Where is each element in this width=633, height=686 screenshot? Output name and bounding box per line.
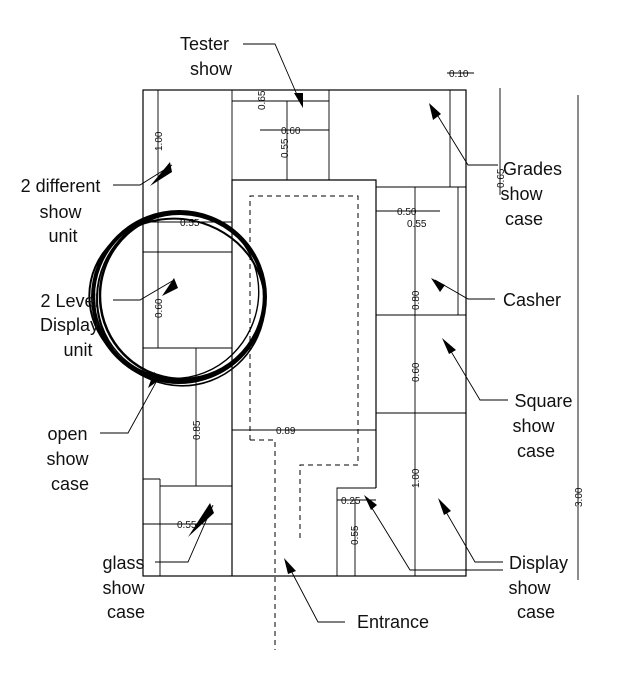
dim-0-89: 0.89: [276, 426, 296, 437]
dimension-lines: [143, 88, 579, 580]
label-square-show-case: Square show case: [512, 391, 577, 461]
dimension-text: 0.10 0.65 0.55 0.60 1.00 0.65 0.50 0.55 …: [154, 69, 585, 545]
dim-0-65-top: 0.65: [257, 90, 268, 110]
dim-0-25: 0.25: [341, 496, 361, 507]
label-display-show-case: Display show case: [508, 553, 573, 622]
dim-0-55-entrance: 0.55: [350, 525, 361, 545]
dim-1-00-display: 1.00: [411, 468, 422, 488]
dim-3-00: 3.00: [574, 487, 585, 507]
dim-0-60-square: 0.60: [411, 362, 422, 382]
dim-0-55-unit: 0.55: [180, 218, 200, 229]
label-tester-show: Tester show: [180, 34, 234, 79]
dim-1-00-left: 1.00: [154, 131, 165, 151]
dim-0-65-grades: 0.65: [496, 168, 507, 188]
dim-0-60-left: 0.60: [154, 298, 165, 318]
dim-0-80: 0.80: [411, 290, 422, 310]
dim-0-10: 0.10: [449, 69, 469, 80]
label-2-level-display-unit: 2 Level Display unit: [40, 291, 104, 360]
label-entrance: Entrance: [357, 612, 429, 632]
arrowheads: [148, 93, 456, 574]
dim-0-50: 0.50: [397, 207, 417, 218]
dim-0-85: 0.85: [192, 420, 203, 440]
label-2-different-show-unit: 2 different show unit: [21, 176, 106, 246]
dim-0-55-casher: 0.55: [407, 219, 427, 230]
dim-0-55-tester: 0.55: [280, 138, 291, 158]
label-casher: Casher: [503, 290, 561, 310]
dim-0-60-tester: 0.60: [281, 126, 301, 137]
label-open-show-case: open show case: [46, 424, 93, 494]
leader-lines: [100, 43, 508, 623]
label-grades-show-case: Grades show case: [500, 159, 567, 229]
label-glass-show-case: glass show case: [102, 553, 149, 622]
dim-0-55-glass: 0.55: [177, 520, 197, 531]
callout-labels: Tester show 2 different show unit 2 Leve…: [21, 34, 577, 632]
